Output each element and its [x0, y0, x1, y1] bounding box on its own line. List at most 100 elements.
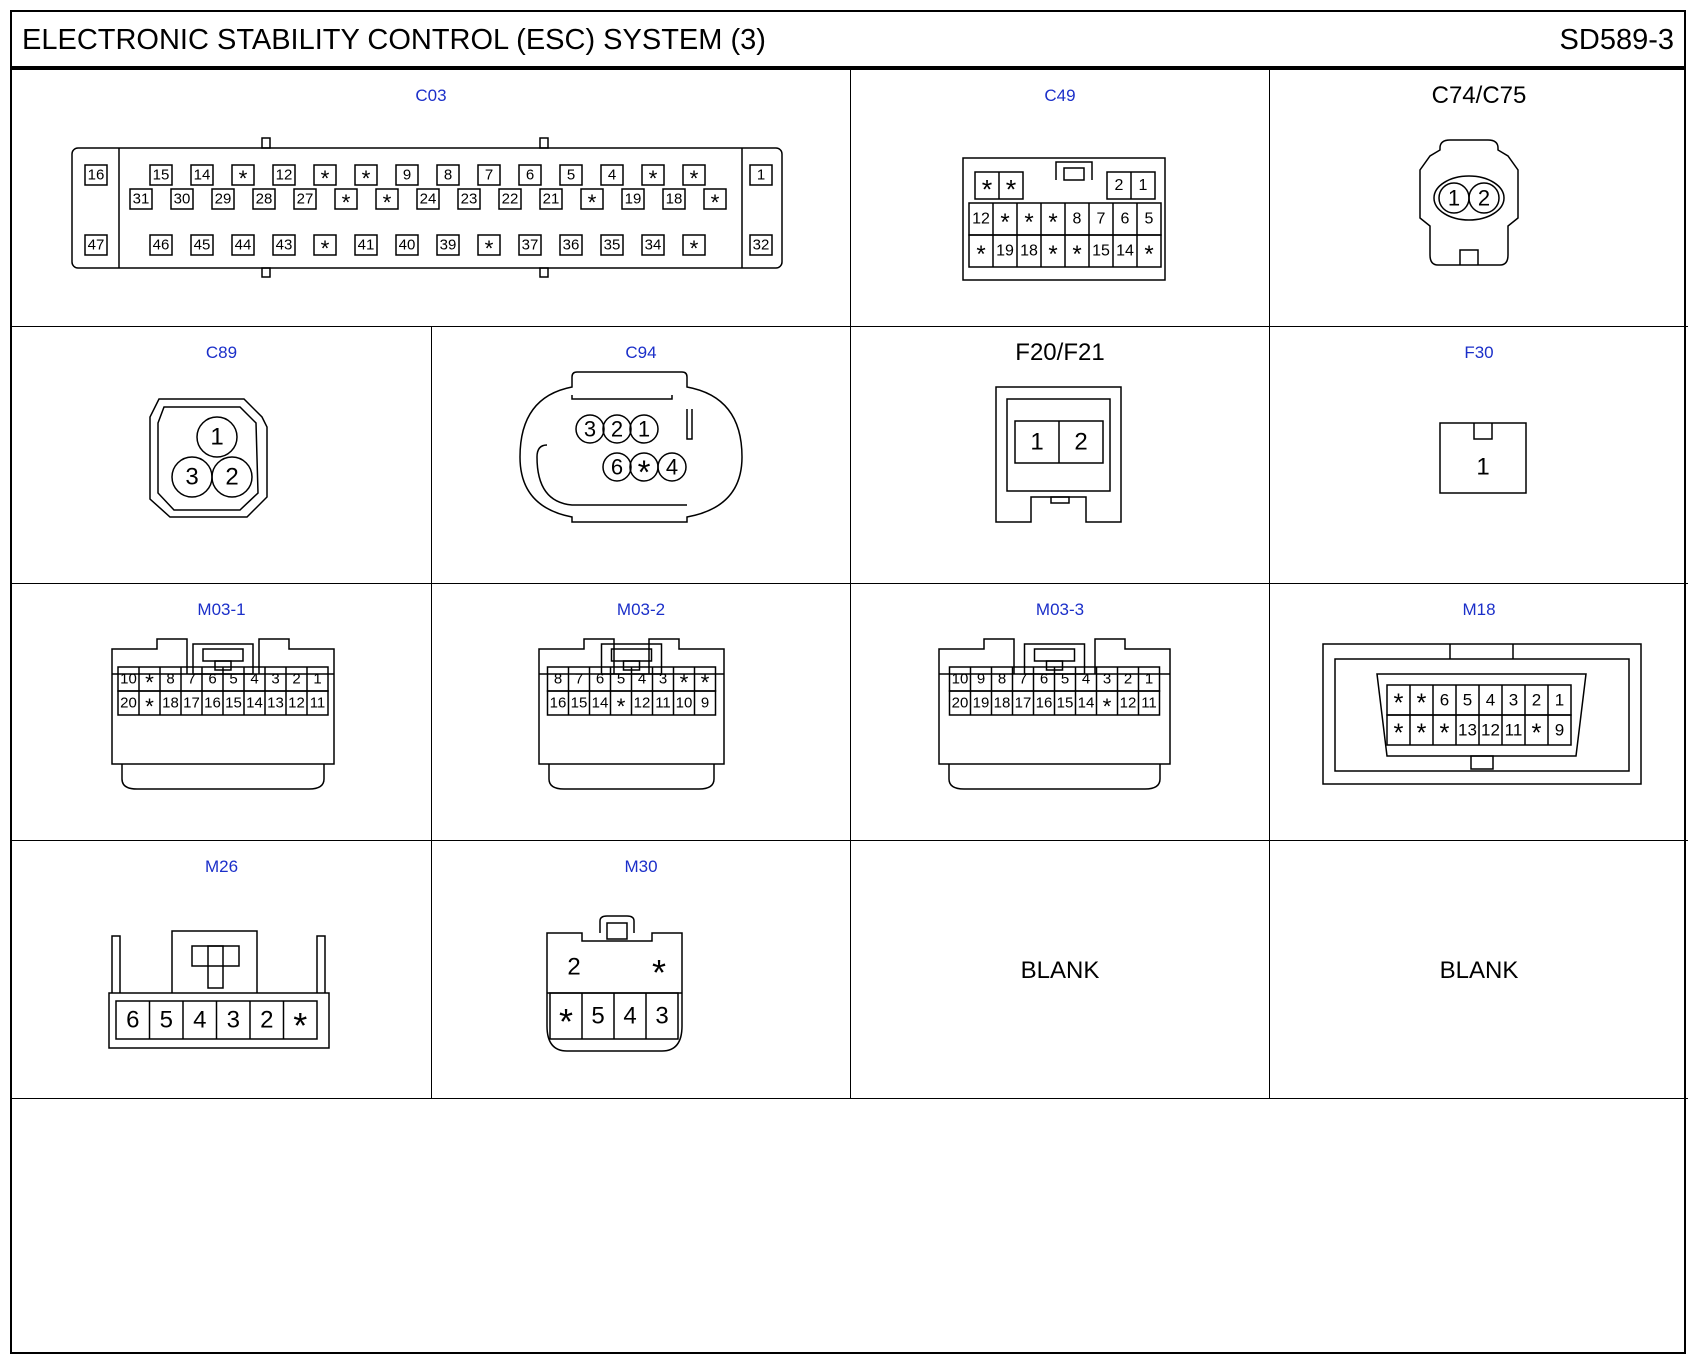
pin-circle	[629, 414, 659, 444]
pin-cell	[518, 164, 542, 186]
pin-number: 4	[250, 671, 258, 688]
housing-outline	[1322, 643, 1642, 785]
pin-number: 18	[994, 695, 1011, 712]
pin-cell	[231, 234, 255, 256]
inner-outline	[1334, 658, 1630, 772]
blocked-pin-mark: *	[1072, 241, 1081, 268]
pin-cell	[477, 164, 501, 186]
pin-number: 2	[292, 671, 300, 688]
pin-circle	[196, 416, 238, 458]
pin-cell	[749, 164, 773, 186]
housing-outline	[316, 935, 326, 993]
pin-number: 1	[1139, 177, 1148, 194]
housing-outline	[938, 674, 1171, 765]
blocked-pin-mark: *	[321, 236, 330, 261]
blocked-pin-mark: *	[1024, 209, 1033, 236]
housing-outline	[1419, 139, 1519, 266]
pin-number: 2	[1532, 691, 1541, 710]
latch-tab	[539, 267, 549, 278]
pin-number: 15	[571, 695, 588, 712]
blocked-pin-mark: *	[649, 166, 658, 191]
blank-label: BLANK	[1439, 957, 1519, 984]
pin-number: 10	[120, 671, 137, 688]
pin-number: 4	[666, 455, 678, 480]
pin-cell	[477, 234, 501, 256]
pin-number: 6	[126, 1007, 139, 1034]
pin-cell	[559, 234, 583, 256]
pin-number: 12	[1120, 695, 1137, 712]
pin-cell	[641, 234, 665, 256]
pin-cell	[662, 188, 686, 210]
pin-cell	[498, 188, 522, 210]
pin-number: 24	[420, 191, 437, 208]
pin-number: 17	[183, 695, 200, 712]
latch-tab	[606, 922, 628, 940]
pin-number: 4	[1486, 691, 1495, 710]
pin-number: 3	[659, 671, 667, 688]
base-outline	[121, 764, 325, 790]
latch-tab	[938, 638, 1015, 674]
pin-cell	[272, 234, 296, 256]
pin-circle	[211, 456, 253, 498]
connector-label-m26: M26	[204, 857, 239, 876]
pin-number: 5	[160, 1007, 173, 1034]
pin-number: 5	[229, 671, 237, 688]
pin-number: 7	[575, 671, 583, 688]
pin-number: 1	[1145, 671, 1153, 688]
latch-tab	[202, 648, 244, 662]
pin-number: 1	[638, 417, 650, 442]
pin-number: 6	[208, 671, 216, 688]
pin-number: 28	[256, 191, 273, 208]
pin-number: 4	[193, 1007, 206, 1034]
housing-outline	[519, 371, 743, 523]
blank-label: BLANK	[1020, 957, 1100, 984]
pin-cell	[190, 234, 214, 256]
pin-cell	[149, 164, 173, 186]
blocked-pin-mark: *	[711, 190, 720, 215]
latch-tab	[258, 638, 335, 674]
pin-cell	[539, 188, 563, 210]
connector-label-c03: C03	[415, 86, 447, 105]
blocked-pin-mark: *	[1000, 209, 1009, 236]
pin-number: 12	[276, 167, 293, 184]
pin-cell	[354, 234, 378, 256]
pin-number: 11	[1141, 695, 1157, 712]
pin-cell	[293, 188, 317, 210]
pin-number: 15	[225, 695, 242, 712]
pin-number: 16	[88, 167, 105, 184]
pin-number: 6	[1121, 211, 1130, 228]
pin-number: 7	[187, 671, 195, 688]
latch-tab	[599, 915, 635, 933]
pin-cell	[149, 234, 173, 256]
pin-number: 2	[1478, 186, 1490, 211]
pin-number: 14	[194, 167, 211, 184]
blocked-pin-mark: *	[1048, 241, 1057, 268]
pin-cell	[170, 188, 194, 210]
connector-f30-diagram: 1	[1439, 422, 1527, 494]
blocked-pin-mark: *	[293, 1005, 307, 1046]
pin-number: 8	[998, 671, 1006, 688]
housing-outline	[962, 157, 1166, 281]
blocked-pin-mark: *	[145, 694, 154, 719]
pin-number: 3	[584, 417, 596, 442]
pin-cell	[600, 234, 624, 256]
pin-cell	[749, 234, 773, 256]
connector-label-m30: M30	[624, 857, 658, 876]
pin-number: 35	[604, 237, 621, 254]
blocked-pin-mark: *	[1103, 694, 1112, 719]
pin-number: 14	[592, 695, 609, 712]
pin-number: 6	[611, 455, 623, 480]
pin-number: 34	[645, 237, 662, 254]
pin-number: 46	[153, 237, 170, 254]
pin-cell	[313, 164, 337, 186]
pin-number: 2	[260, 1007, 273, 1034]
pin-number: 22	[502, 191, 519, 208]
